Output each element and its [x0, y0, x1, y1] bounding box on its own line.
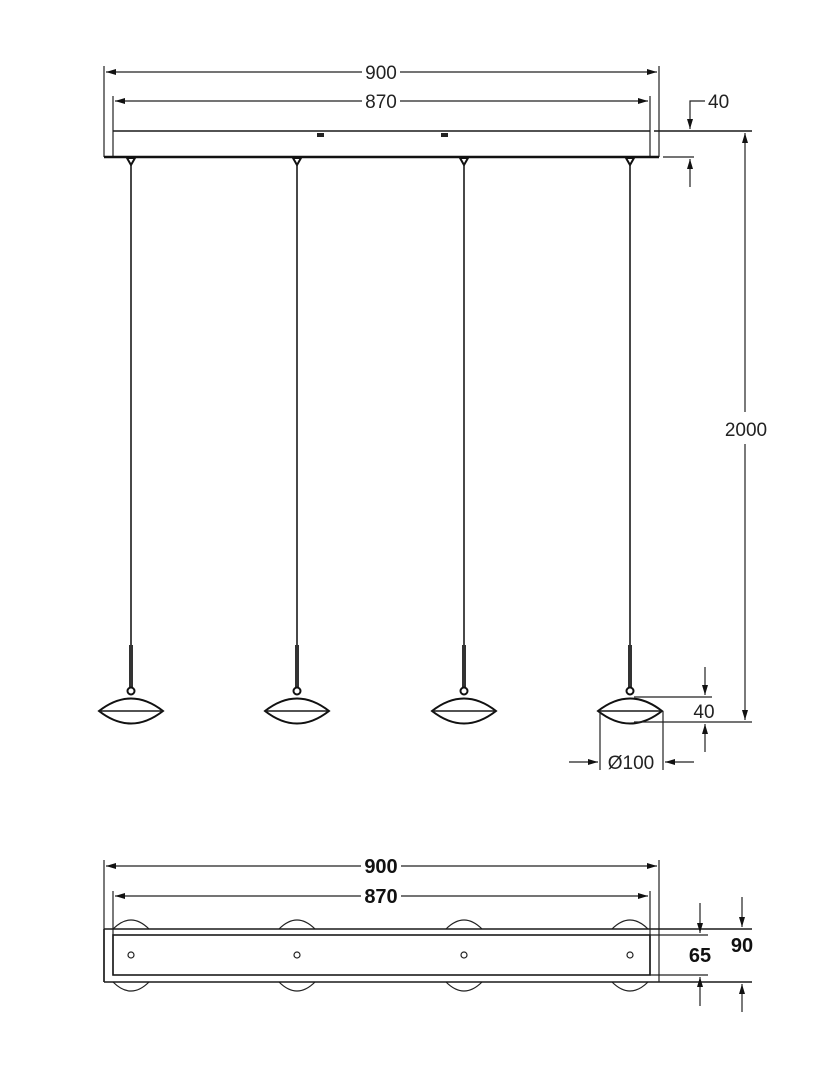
- lamp-head-bottom: [278, 981, 316, 992]
- overall-width-label: 900: [365, 63, 397, 84]
- dimension-leader-top: [687, 100, 705, 129]
- cable-grip: [125, 157, 137, 168]
- plan-lamp-heads: [112, 919, 649, 992]
- plan-overall-width-label: 900: [364, 856, 397, 878]
- canopy-inner: [112, 934, 651, 976]
- canopy-width-label: 870: [365, 92, 397, 113]
- total-drop-dimension: 2000: [725, 133, 767, 720]
- cable-sleeve: [295, 645, 299, 687]
- plan-overall-depth-label: 90: [731, 935, 753, 957]
- cable-hole: [460, 951, 468, 959]
- cable-grip: [624, 157, 636, 168]
- lamp-head-bottom: [112, 981, 150, 992]
- lamp-joint: [625, 686, 635, 696]
- pendant-4: [596, 157, 664, 725]
- canopy-height-dimension: 40: [687, 92, 729, 187]
- lamp-height-dimension: 40: [634, 667, 752, 752]
- cable-sleeve: [628, 645, 632, 687]
- plan-canopy-width-label: 870: [364, 886, 397, 908]
- cable-hole: [626, 951, 634, 959]
- cable-sleeve: [129, 645, 133, 687]
- lamp-joint: [126, 686, 136, 696]
- lamp-head-bottom: [445, 981, 483, 992]
- overall-width-dimension: 900: [103, 63, 660, 157]
- side-view: 900 870 40 20: [97, 63, 767, 774]
- plan-canopy-width-dimension: 870: [112, 886, 651, 975]
- cable-hole: [293, 951, 301, 959]
- lamp-head-top: [445, 919, 483, 930]
- total-drop-label: 2000: [725, 420, 767, 441]
- lamp-head-top: [611, 919, 649, 930]
- plan-canopy-depth-dimension: 65: [689, 903, 711, 1006]
- cable-sleeve: [462, 645, 466, 687]
- plan-overall-depth-dimension: 90: [731, 897, 753, 1012]
- plan-cable-holes: [127, 951, 634, 959]
- lamp-head-top: [112, 919, 150, 930]
- screw-mark: [441, 133, 448, 137]
- lamp-head-top: [278, 919, 316, 930]
- cable-grip: [291, 157, 303, 168]
- screw-mark: [317, 133, 324, 137]
- cable-hole: [127, 951, 135, 959]
- canopy-width-dimension: 870: [112, 92, 651, 157]
- lamp-diameter-dimension: Ø100: [569, 711, 694, 774]
- lamp-diameter-label: Ø100: [608, 753, 654, 774]
- plan-canopy-depth-label: 65: [689, 945, 711, 967]
- plan-view: 900 870: [103, 856, 753, 1012]
- lamp-joint: [292, 686, 302, 696]
- lamp-height-label: 40: [693, 702, 714, 723]
- canopy-height-label: 40: [708, 92, 729, 113]
- cable-grip: [458, 157, 470, 168]
- pendant-2: [263, 157, 331, 725]
- lamp-head-bottom: [611, 981, 649, 992]
- plan-overall-width-dimension: 900: [103, 856, 660, 982]
- pendant-1: [97, 157, 165, 725]
- pendant-3: [430, 157, 498, 725]
- canopy: [104, 130, 752, 159]
- lamp-joint: [459, 686, 469, 696]
- plan-canopy: [103, 928, 752, 983]
